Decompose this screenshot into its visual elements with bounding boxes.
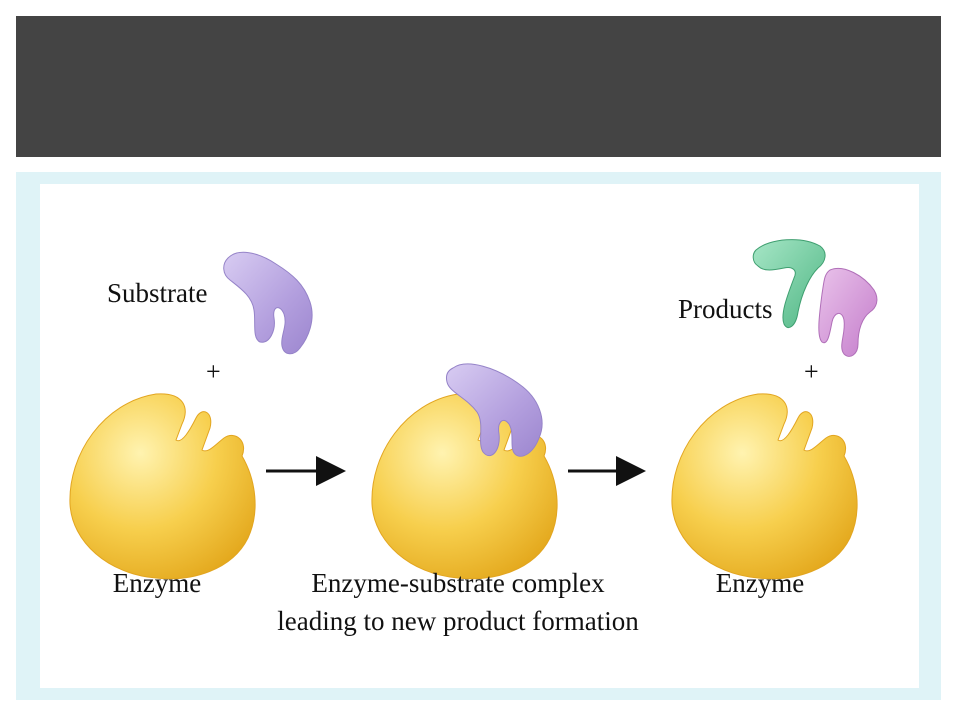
enzyme-diagram: Substrate + Products + Enzyme Enzyme-sub… [69, 239, 878, 636]
figure-panel: Substrate + Products + Enzyme Enzyme-sub… [40, 184, 919, 688]
enzyme-label-right: Enzyme [716, 568, 804, 598]
substrate-label: Substrate [107, 278, 208, 308]
enzyme-label-left: Enzyme [113, 568, 201, 598]
enzyme-right [671, 393, 858, 580]
plus-left: + [206, 357, 221, 386]
products-label: Products [678, 294, 773, 324]
bound-substrate [446, 363, 543, 457]
plus-right: + [804, 357, 819, 386]
complex-label-line1: Enzyme-substrate complex [311, 568, 605, 598]
enzyme-left [69, 393, 256, 580]
complex-label-line2: leading to new product formation [277, 606, 639, 636]
product-green [752, 239, 826, 328]
product-pink [818, 268, 878, 357]
substrate-molecule [223, 251, 313, 355]
title-bar [16, 16, 941, 157]
figure-frame: Substrate + Products + Enzyme Enzyme-sub… [16, 172, 941, 700]
